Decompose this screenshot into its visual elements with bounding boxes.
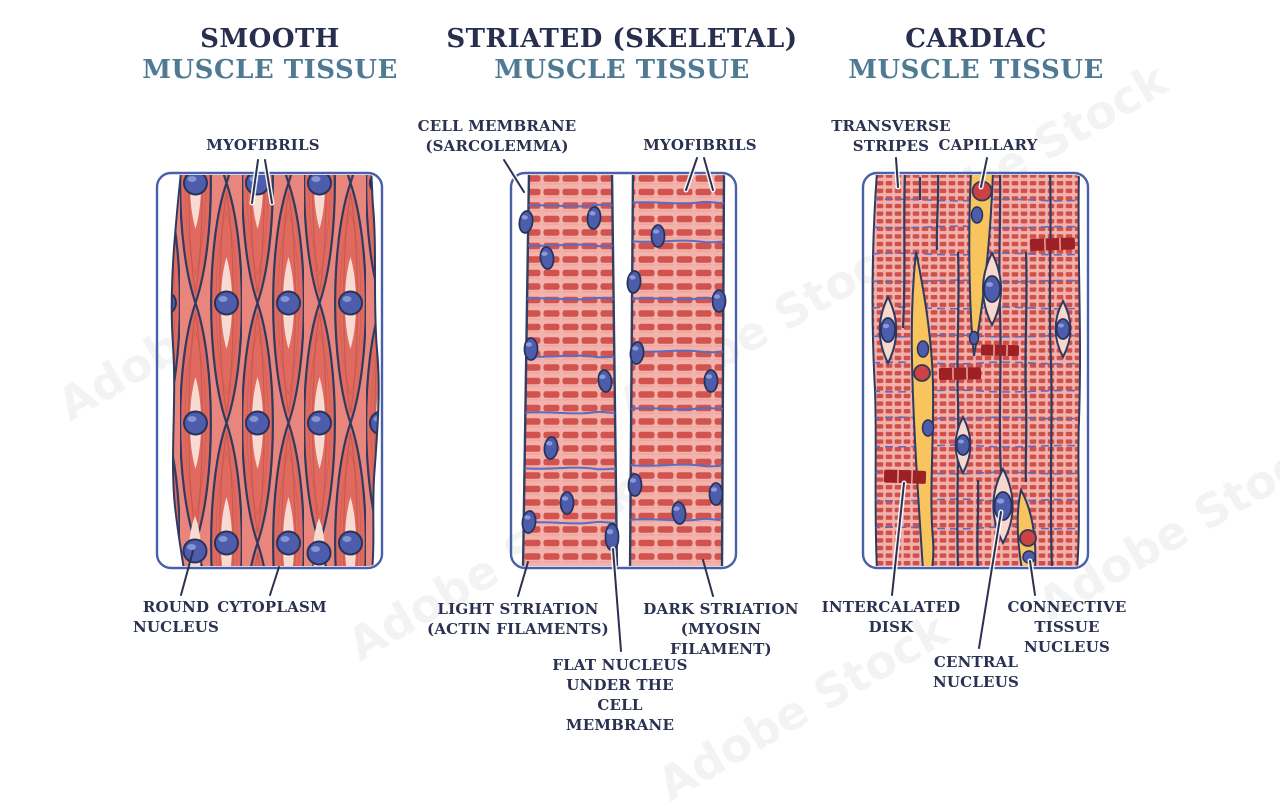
cardiac-title-line2: MUSCLE TISSUE <box>848 55 1104 85</box>
striated-title-line2: MUSCLE TISSUE <box>494 55 750 85</box>
label-myofibrils-smooth: MYOFIBRILS <box>206 136 320 154</box>
label-central-nucleus: CENTRAL NUCLEUS <box>932 653 1020 691</box>
red-blood-cell <box>913 364 931 382</box>
connective-tissue-nucleus-pointer <box>1029 560 1036 596</box>
striated-title-line1: STRIATED (SKELETAL) <box>446 24 798 54</box>
capillary-channel <box>910 251 935 566</box>
label-light-striation: LIGHT STRIATION (ACTIN FILAMENTS) <box>427 600 609 638</box>
cell-membrane-pointer <box>503 159 525 193</box>
label-cell-membrane: CELL MEMBRANE (SARCOLEMMA) <box>417 117 577 155</box>
label-dark-striation: DARK STRIATION (MYOSIN FILAMENT) <box>643 600 799 658</box>
leader-lines <box>180 155 1038 654</box>
capillary-pointer <box>980 157 988 188</box>
label-flat-nucleus: FLAT NUCLEUS UNDER THE CELL MEMBRANE <box>552 656 688 734</box>
myofibrils-pointer-striated <box>685 157 698 191</box>
flat-nucleus-shape <box>604 522 620 552</box>
striated-panel-border <box>509 171 738 570</box>
red-blood-cell <box>1019 529 1037 547</box>
label-round-nucleus: ROUND NUCLEUS <box>132 598 220 636</box>
label-transverse-stripes: TRANSVERSE STRIPES <box>831 117 951 155</box>
label-capillary: CAPILLARY <box>938 136 1038 154</box>
smooth-tissue <box>170 175 380 566</box>
blue-striation-lines <box>630 200 724 522</box>
cardiac-panel-art <box>861 171 1090 570</box>
myofibrils-pointer-smooth <box>264 159 273 204</box>
muscle-tissue-diagram: { "watermark": { "text": "Adobe Stock" }… <box>48 24 1280 812</box>
connective-tissue-nucleus-shape <box>968 330 980 346</box>
cardiac-fiber-boundaries <box>901 175 1054 566</box>
connective-tissue-nucleus-shape <box>916 340 930 358</box>
cardiac-title-line1: CARDIAC <box>905 24 1047 54</box>
label-cytoplasm: CYTOPLASM <box>217 598 327 616</box>
intercalated-disk-pointer <box>891 482 905 596</box>
diagram-canvas <box>155 155 1090 654</box>
smooth-title-line1: SMOOTH <box>200 24 340 54</box>
cardiac-title: CARDIAC MUSCLE TISSUE <box>848 24 1104 86</box>
round-nucleus-pointer <box>180 550 194 596</box>
striated-panel-art <box>509 171 738 570</box>
label-connective-tissue-nucleus: CONNECTIVE TISSUE NUCLEUS <box>1007 598 1127 656</box>
striated-fiber-1 <box>521 175 619 566</box>
dark-striation-pointer <box>702 559 714 597</box>
myofibrils-pointer-smooth <box>251 159 259 204</box>
striated-fiber-2 <box>628 175 726 566</box>
myofibrils-pointer-striated <box>703 157 714 191</box>
smooth-title: SMOOTH MUSCLE TISSUE <box>142 24 398 86</box>
transverse-stripes-pointer <box>895 157 899 188</box>
label-myofibrils-striated: MYOFIBRILS <box>643 136 757 154</box>
flat-nucleus-pointer <box>612 548 622 652</box>
label-intercalated-disk: INTERCALATED DISK <box>821 598 961 636</box>
light-striation-pointer <box>517 561 529 597</box>
striated-title: STRIATED (SKELETAL) MUSCLE TISSUE <box>446 24 797 86</box>
cardiac-cells <box>878 250 1072 546</box>
central-nucleus-pointer <box>978 511 1002 649</box>
smooth-title-line2: MUSCLE TISSUE <box>142 55 398 85</box>
cardiac-panel-border <box>861 171 1090 570</box>
intercalated-disks <box>883 237 1076 484</box>
connective-tissue-nucleus-shape <box>970 206 984 224</box>
connective-tissue-nucleus-shape <box>921 419 935 437</box>
cytoplasm-pointer <box>269 566 280 596</box>
smooth-panel-art <box>155 171 384 570</box>
